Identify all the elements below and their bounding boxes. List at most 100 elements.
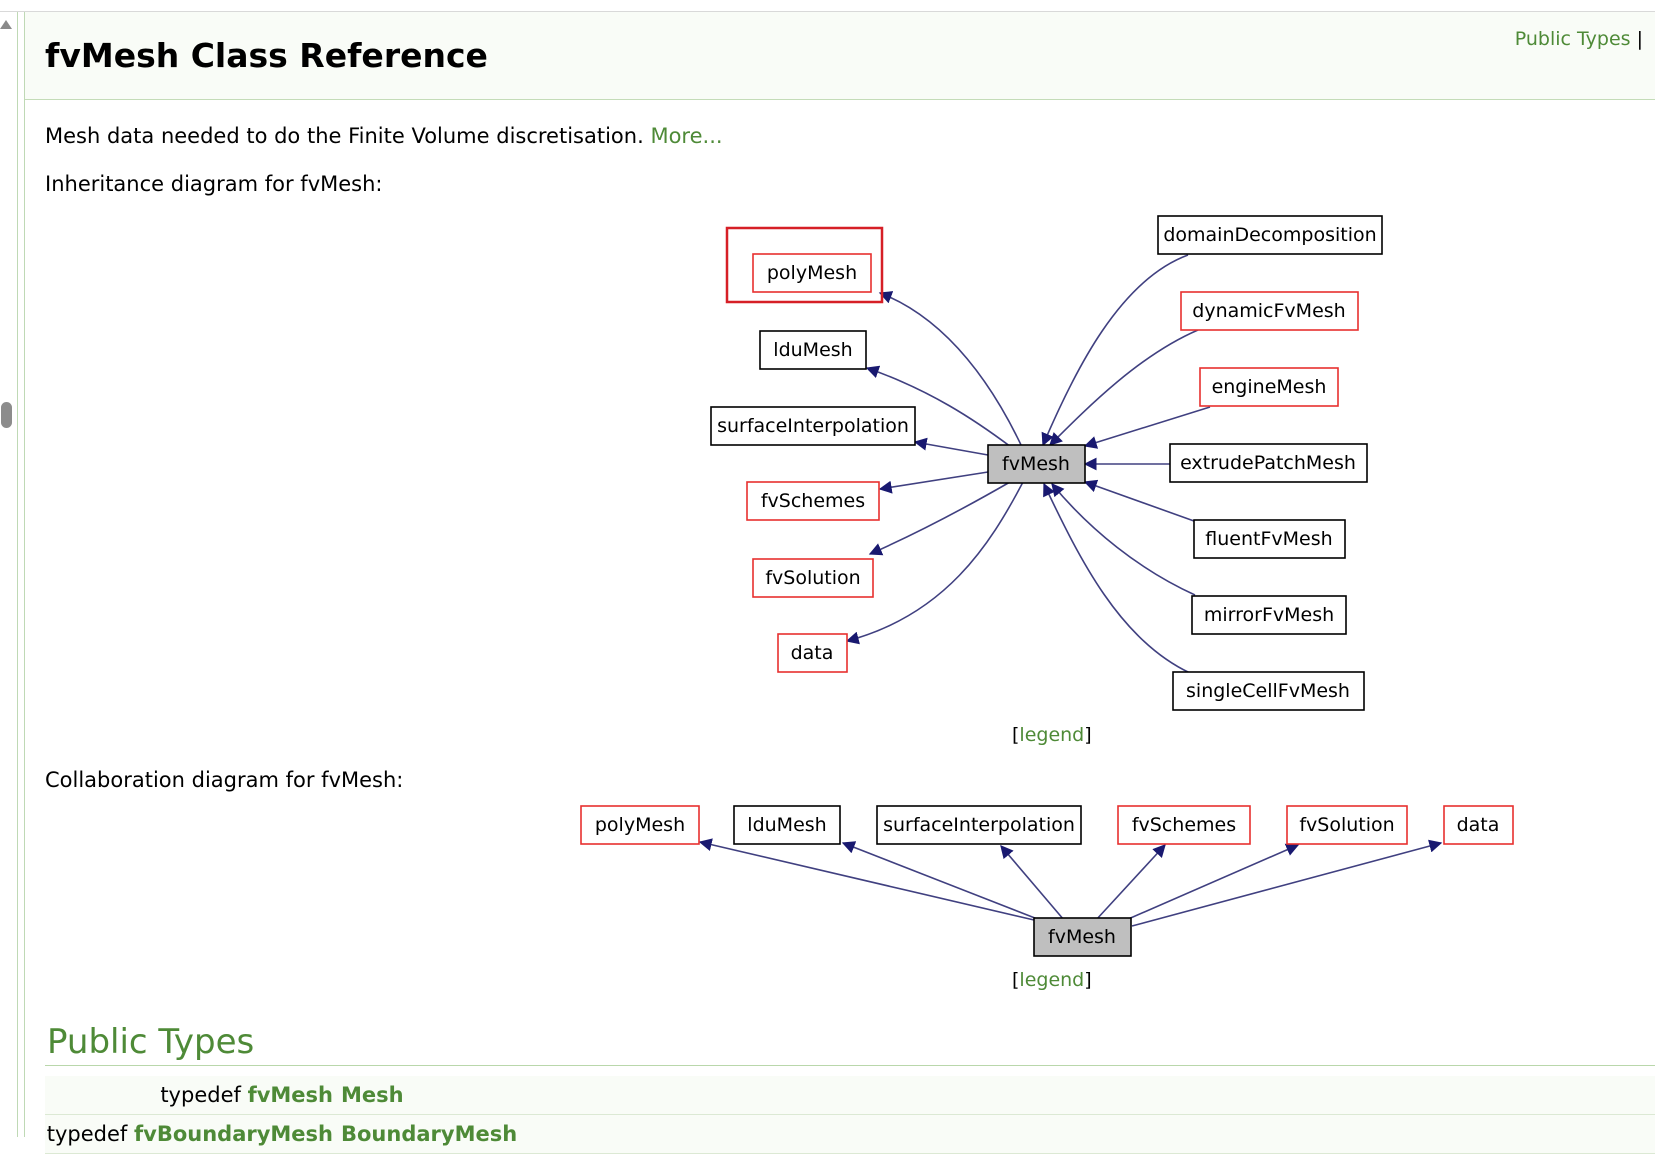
node-lduMesh[interactable]: lduMesh [759,330,867,370]
inheritance-edges [845,254,1211,674]
collab-edge-fvSolution [1125,843,1300,921]
collab-edge-fvSchemes [1095,844,1166,921]
legend-bracket-open: [ [1012,724,1020,746]
edge-data [845,481,1024,645]
frame-divider-inner [24,12,25,1137]
node-label: fvSolution [1299,814,1394,836]
collab-edge-polyMesh [698,838,1035,921]
legend-bracket-close: ] [1084,724,1092,746]
node-surfaceInterpolation[interactable]: surfaceInterpolation [710,406,916,446]
member-type-link[interactable]: fvMesh [247,1083,333,1107]
scrollbar-thumb[interactable] [1,402,12,428]
member-type-cell: typedef fvBoundaryMesh [47,1122,333,1146]
node-label: fvSchemes [1132,814,1236,836]
node-label: lduMesh [747,814,826,836]
node-label: fvMesh [1048,926,1116,948]
collab-node-data[interactable]: data [1443,805,1514,845]
edge-domainDecomposition [1041,254,1189,447]
collaboration-nodes: polyMesh lduMesh surfaceInterpolation fv… [580,805,1514,957]
member-name-link[interactable]: BoundaryMesh [341,1122,518,1146]
node-fluentFvMesh[interactable]: fluentFvMesh [1193,519,1346,559]
collaboration-diagram-label: Collaboration diagram for fvMesh: [45,768,404,792]
node-label: polyMesh [767,262,857,284]
node-label: surfaceInterpolation [717,415,909,437]
node-label: singleCellFvMesh [1186,680,1350,702]
node-polyMesh[interactable]: polyMesh [752,253,872,293]
highlight-box [725,226,884,304]
member-row-boundarymesh: typedef fvBoundaryMesh BoundaryMesh [45,1115,1655,1154]
legend-bracket-close: ] [1084,969,1092,991]
legend-bracket-open: [ [1012,969,1020,991]
edge-mirrorFvMesh [1051,482,1196,596]
node-label: data [1457,814,1500,836]
edge-singleCellFvMesh [1043,482,1191,674]
inheritance-diagram-label: Inheritance diagram for fvMesh: [45,172,383,196]
node-dynamicFvMesh[interactable]: dynamicFvMesh [1180,291,1359,331]
node-fvSchemes[interactable]: fvSchemes [746,481,880,521]
page-header: Public Types | fvMesh Class Reference [25,12,1655,100]
collab-edge-surfaceInterpolation [1000,845,1065,921]
scroll-up-arrow-icon[interactable] [0,20,12,29]
inheritance-nodes: polyMesh lduMesh surfaceInterpolation fv… [710,215,1383,711]
collab-node-polyMesh[interactable]: polyMesh [580,805,700,845]
summary-separator: | [1636,28,1643,50]
node-label: data [791,642,834,664]
brief-description: Mesh data needed to do the Finite Volume… [45,124,723,148]
edge-dynamicFvMesh [1049,329,1199,446]
collab-node-fvSolution[interactable]: fvSolution [1286,805,1408,845]
section-heading-public-types: Public Types [47,1022,255,1062]
legend-link[interactable]: legend [1019,969,1085,991]
legend-link[interactable]: legend [1019,724,1085,746]
more-link[interactable]: More... [650,124,723,148]
member-name-cell: BoundaryMesh [341,1122,517,1146]
inheritance-legend: [legend] [1012,724,1092,746]
node-singleCellFvMesh[interactable]: singleCellFvMesh [1172,671,1365,711]
collaboration-legend: [legend] [1012,969,1092,991]
scrollbar-track[interactable] [0,12,16,1137]
window-top-edge [0,0,1655,12]
page-title: fvMesh Class Reference [45,36,488,75]
edge-fvSolution [868,481,1011,556]
node-label: lduMesh [773,339,852,361]
diagrams-canvas: polyMesh lduMesh surfaceInterpolation fv… [580,215,1514,957]
node-domainDecomposition[interactable]: domainDecomposition [1157,215,1383,255]
node-label: fluentFvMesh [1205,528,1332,550]
node-engineMesh[interactable]: engineMesh [1199,367,1339,407]
member-type-cell: typedef fvMesh [160,1083,333,1107]
summary-link-public-types[interactable]: Public Types [1514,28,1631,50]
edge-engineMesh [1083,406,1211,449]
node-label: domainDecomposition [1163,224,1376,246]
node-label: dynamicFvMesh [1192,300,1345,322]
member-name-cell: Mesh [341,1083,404,1107]
section-divider [45,1065,1655,1066]
brief-text: Mesh data needed to do the Finite Volume… [45,124,644,148]
collab-node-surfaceInterpolation[interactable]: surfaceInterpolation [876,805,1082,845]
edge-surfaceInterpolation [913,437,989,456]
node-fvMesh-center[interactable]: fvMesh [987,444,1086,484]
frame-divider [17,12,18,1137]
member-keyword: typedef [46,1122,128,1146]
node-label: extrudePatchMesh [1180,452,1356,474]
collab-edge-lduMesh [841,841,1041,921]
edge-fvSchemes [878,471,989,494]
collab-node-fvMesh-center[interactable]: fvMesh [1033,917,1132,957]
collab-node-lduMesh[interactable]: lduMesh [733,805,841,845]
node-label: fvSchemes [761,490,865,512]
node-extrudePatchMesh[interactable]: extrudePatchMesh [1169,443,1368,483]
collab-node-fvSchemes[interactable]: fvSchemes [1117,805,1251,845]
member-type-link[interactable]: fvBoundaryMesh [134,1122,333,1146]
node-label: polyMesh [595,814,685,836]
member-name-link[interactable]: Mesh [341,1083,404,1107]
node-label: fvSolution [765,567,860,589]
node-label: surfaceInterpolation [883,814,1075,836]
node-data[interactable]: data [777,633,848,673]
node-fvSolution[interactable]: fvSolution [752,558,874,598]
collab-edge-data [1131,839,1443,927]
node-mirrorFvMesh[interactable]: mirrorFvMesh [1191,595,1347,635]
node-label: engineMesh [1212,376,1327,398]
node-label: fvMesh [1002,453,1070,475]
member-keyword: typedef [160,1083,241,1107]
edge-polyMesh [878,291,1023,448]
header-summary: Public Types | [1515,28,1643,50]
member-row-mesh: typedef fvMesh Mesh [45,1076,1655,1115]
